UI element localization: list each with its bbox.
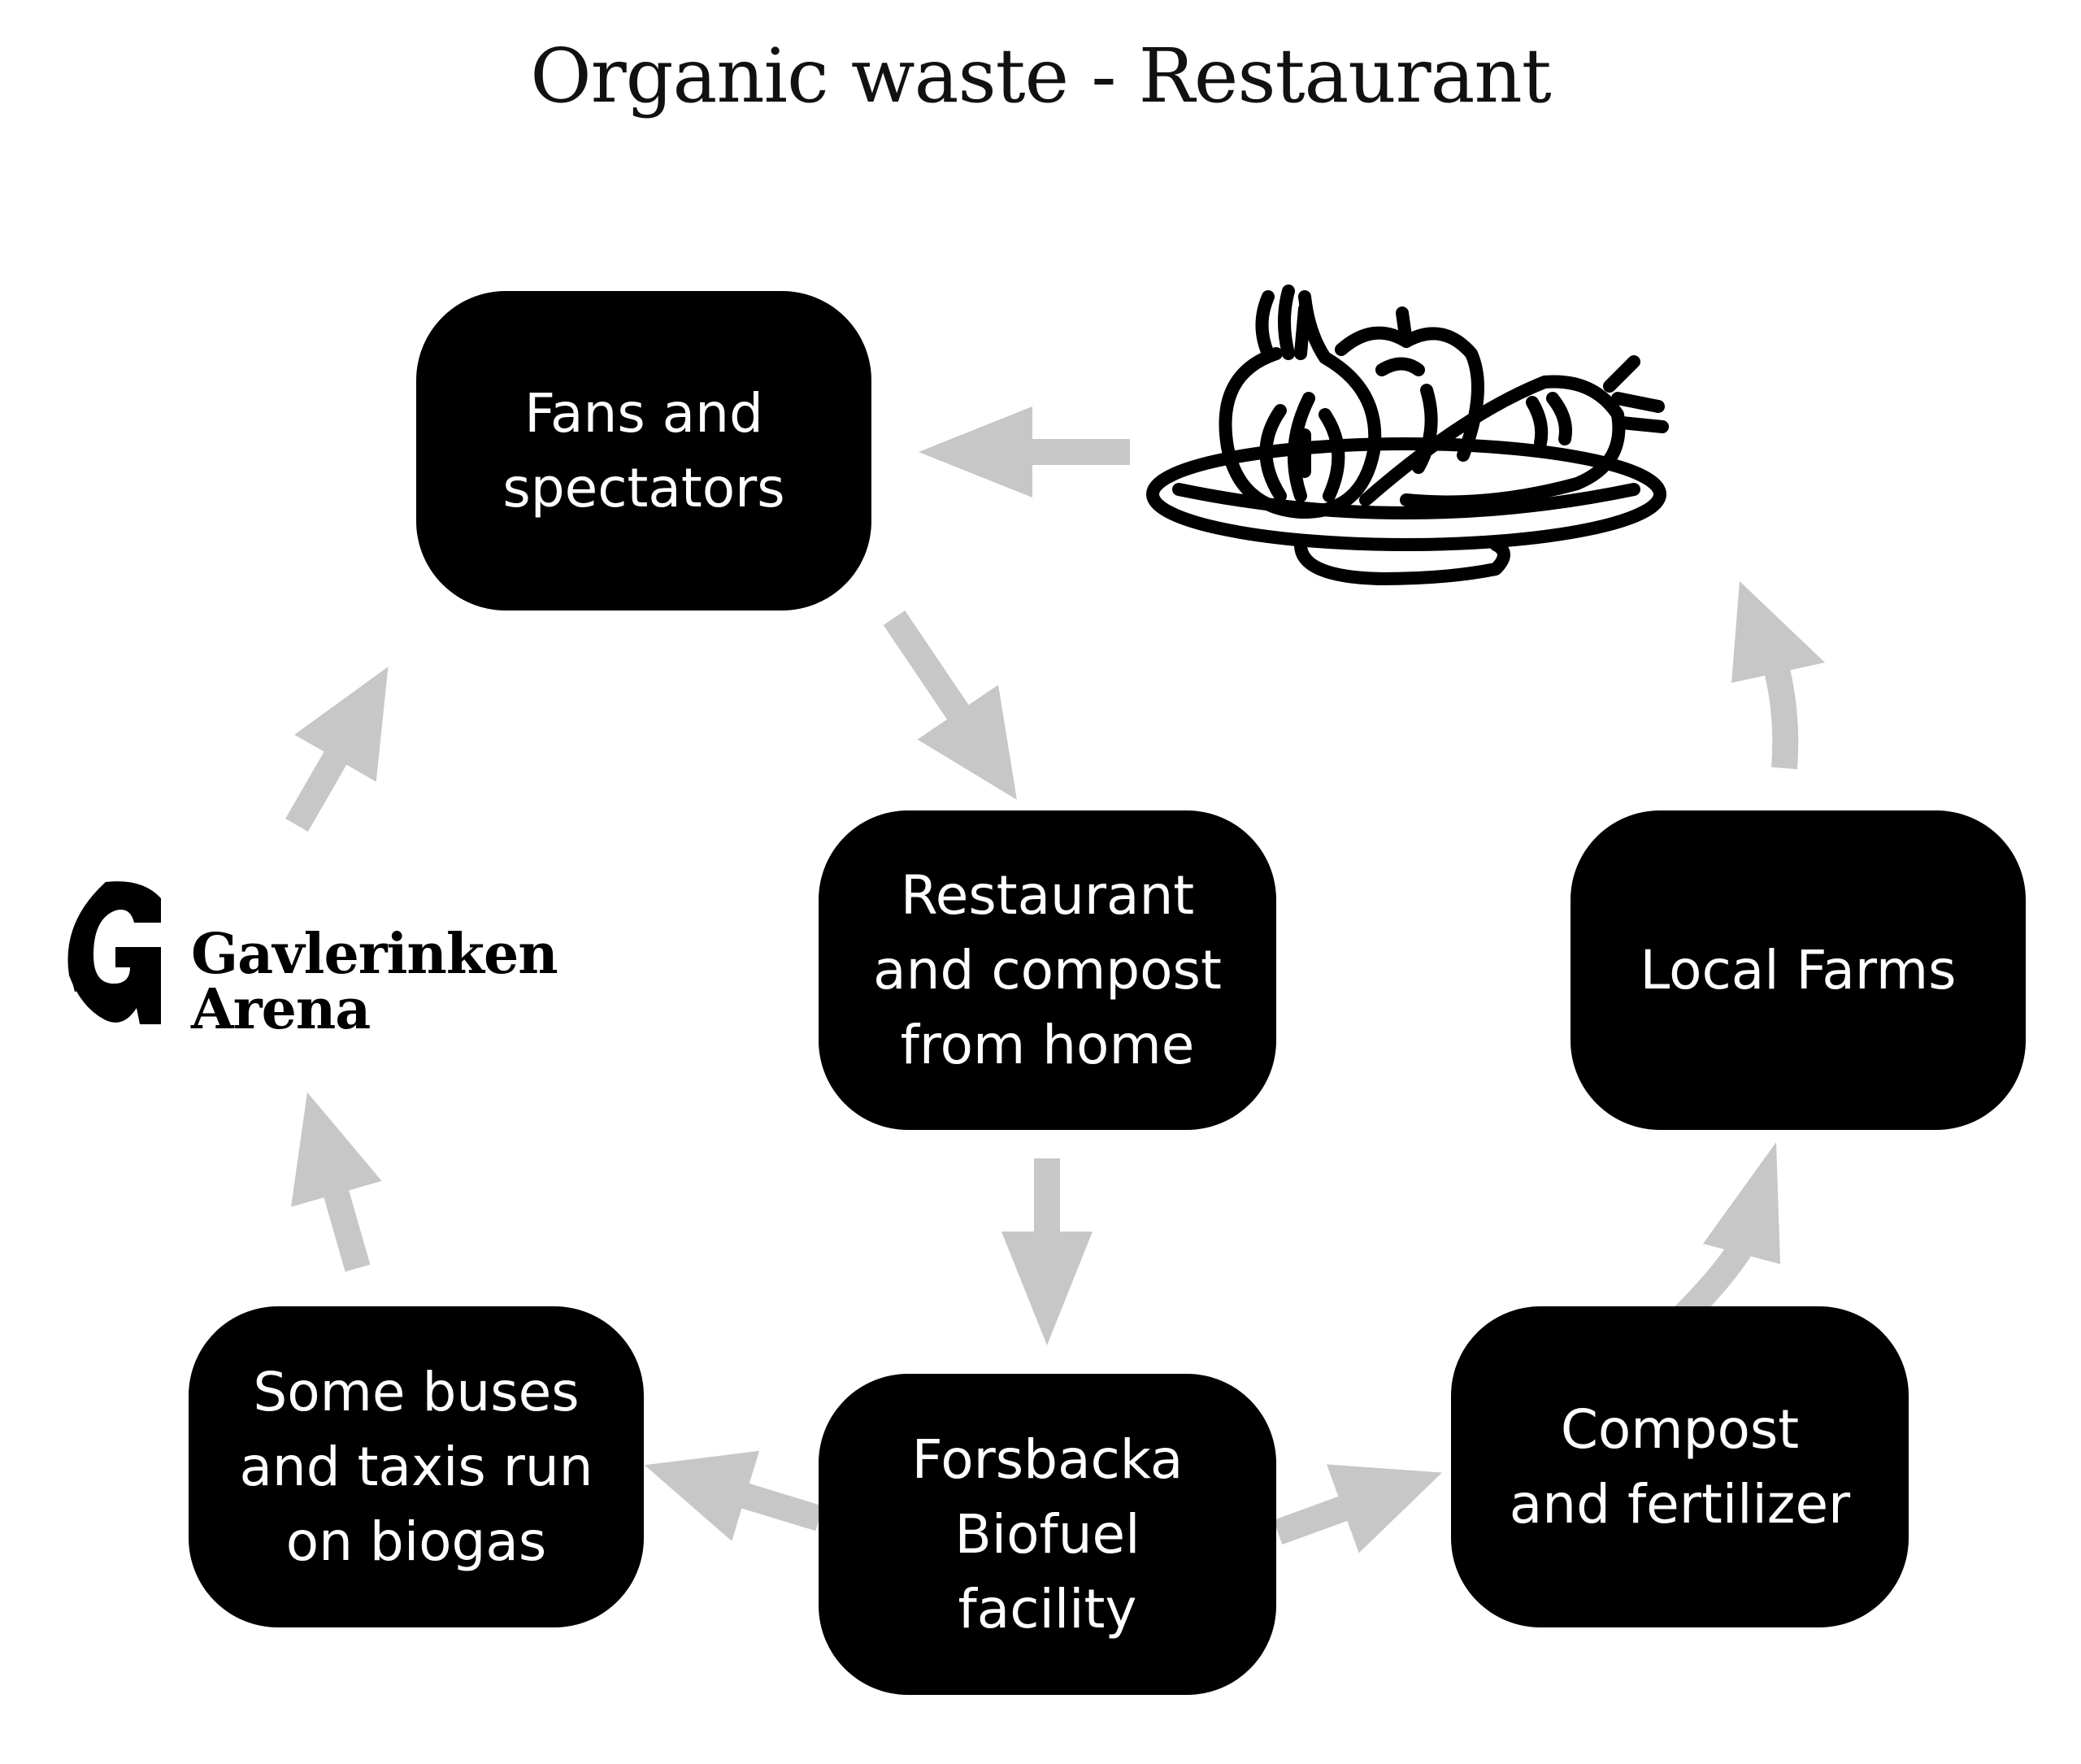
node-label: Compost and fertilizer xyxy=(1509,1397,1851,1536)
node-label: Local Farms xyxy=(1640,938,1957,1001)
logo-text: Gavlerinken Arena xyxy=(191,922,558,1042)
vegetable-plate-icon xyxy=(1146,285,1669,585)
diagram-title: Organic waste - Restaurant xyxy=(530,33,1551,119)
node-local-farms: Local Farms xyxy=(1571,810,2026,1130)
arrow-farms-to-food-head xyxy=(1731,581,1825,683)
arrow-compost-to-farms-head xyxy=(1703,1142,1780,1264)
node-label: Forsbacka Biofuel facility xyxy=(911,1427,1184,1640)
node-fans-and-spectators: Fans and spectators xyxy=(416,291,871,610)
node-label: Some buses and taxis run on biogas xyxy=(239,1360,593,1573)
arrow-logo-to-fans xyxy=(285,667,389,832)
arrow-buses-to-logo xyxy=(291,1092,382,1272)
node-compost-and-fertilizer: Compost and fertilizer xyxy=(1451,1306,1909,1627)
node-label: Restaurant and compost from home xyxy=(873,863,1222,1076)
arrow-forsbacka-to-compost xyxy=(1273,1464,1443,1553)
node-buses-and-taxis: Some buses and taxis run on biogas xyxy=(189,1306,644,1627)
arrow-fans-to-restaurant xyxy=(883,610,1017,800)
arrow-food-to-fans xyxy=(919,406,1130,497)
gavlerinken-arena-logo: Gavlerinken Arena xyxy=(65,874,585,1042)
node-label: Fans and spectators xyxy=(502,381,785,519)
node-restaurant-and-compost: Restaurant and compost from home xyxy=(819,810,1276,1130)
arrow-restaurant-to-forsbacka xyxy=(1001,1158,1093,1345)
gavlerinken-logo-icon xyxy=(67,881,161,1024)
arrow-farms-to-food xyxy=(1763,663,1799,770)
node-forsbacka-biofuel: Forsbacka Biofuel facility xyxy=(819,1374,1276,1695)
arrow-forsbacka-to-buses xyxy=(644,1450,823,1541)
